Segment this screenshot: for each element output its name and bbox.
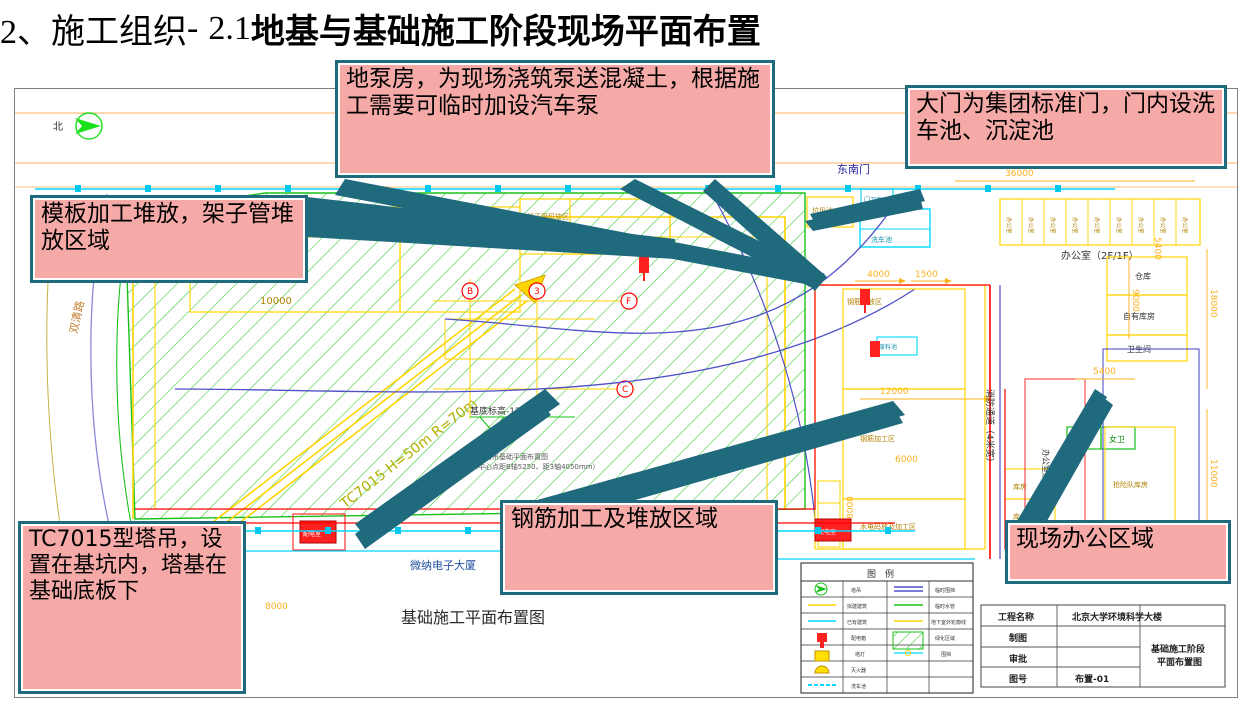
dim-lines bbox=[855, 278, 991, 402]
svg-text:办公室: 办公室 bbox=[1049, 217, 1057, 234]
svg-text:B: B bbox=[467, 287, 473, 297]
dim-12000: 12000 bbox=[880, 387, 909, 397]
warehouse-stack bbox=[1106, 256, 1188, 362]
legend-label-r3: 绿化区域 bbox=[935, 635, 955, 642]
title-block-label-1: 制图 bbox=[1009, 632, 1027, 644]
legend-label-2: 已有建筑 bbox=[847, 619, 867, 626]
neighbor-building-label: 微纳电子大厦 bbox=[410, 558, 476, 572]
legend-label-0: 塔吊 bbox=[851, 587, 861, 594]
legend-label-5: 灭火器 bbox=[851, 668, 866, 674]
dim-10000: 10000 bbox=[260, 296, 292, 307]
grid-bubbles: B 3 F C bbox=[461, 282, 638, 398]
legend-label-6: 洗车池 bbox=[851, 683, 866, 690]
zone-label-store-1: 库房 bbox=[1013, 482, 1027, 491]
distribution-box-3 bbox=[870, 341, 880, 357]
fire-lane: 消防通道（4米宽） bbox=[984, 285, 1001, 559]
page-title: 2、施工组织-2.1地基与基础施工阶段现场平面布置 bbox=[0, 4, 1250, 54]
svg-text:F: F bbox=[626, 297, 631, 307]
dim-8000b: 8000 bbox=[265, 602, 288, 612]
zone-label-office: 办公室（2F/1F） bbox=[1061, 249, 1139, 262]
distribution-box-2 bbox=[860, 289, 870, 313]
legend-box: 图 例 bbox=[800, 562, 974, 694]
svg-text:北: 北 bbox=[53, 121, 63, 133]
office-row: 办公室 办公室 办公室 办公室 办公室 办公室 办公室 办公室 办公室 办公室（… bbox=[999, 198, 1201, 262]
dim-5400b: 5400 bbox=[1093, 367, 1116, 377]
gate-label-southeast: 东南门 bbox=[837, 162, 870, 176]
title-block-value-3: 布置-01 bbox=[1074, 673, 1109, 685]
svg-text:女卫: 女卫 bbox=[1109, 434, 1125, 444]
drawing-caption: 基础施工平面布置图 bbox=[401, 608, 545, 627]
crane-foundation-note-2: （中心点距B轴5250、距3轴4050mm） bbox=[471, 462, 600, 471]
svg-text:办公室: 办公室 bbox=[1093, 217, 1101, 234]
legend-symbols-right bbox=[892, 586, 924, 656]
callout-rebar-area: 钢筋加工及堆放区域 bbox=[500, 500, 778, 595]
svg-text:3: 3 bbox=[534, 287, 540, 297]
zone-label-rescue: 抢险队库房 bbox=[1113, 480, 1148, 489]
dim-8000a: 8000 bbox=[846, 496, 856, 519]
title-block-label-2: 审批 bbox=[1009, 653, 1027, 665]
svg-text:C: C bbox=[622, 385, 628, 395]
dim-18000: 18000 bbox=[1208, 289, 1218, 318]
svg-text:办公室: 办公室 bbox=[1071, 217, 1079, 234]
title-block-label-0: 工程名称 bbox=[998, 611, 1034, 623]
legend-label-r2: 地下室外轮廓线 bbox=[931, 619, 966, 626]
dim-5400a: 5400 bbox=[1152, 237, 1162, 260]
zone-label-mep: 水电码放及加工区 bbox=[860, 522, 916, 531]
svg-text:办公室: 办公室 bbox=[1027, 217, 1035, 234]
svg-text:办公室: 办公室 bbox=[1181, 217, 1189, 234]
svg-text:办公室: 办公室 bbox=[1137, 217, 1145, 234]
power-room-left: 配电室 bbox=[292, 513, 346, 551]
legend-label-1: 拟建建筑 bbox=[847, 603, 867, 610]
svg-text:办公室: 办公室 bbox=[1159, 217, 1167, 234]
legend-label-r0: 临时围挡 bbox=[935, 587, 955, 594]
title-block-label-3: 图号 bbox=[1009, 674, 1027, 685]
title-block-sheet-2: 平面布置图 bbox=[1157, 656, 1202, 668]
north-arrow: 北 bbox=[53, 112, 103, 140]
svg-text:办公室: 办公室 bbox=[1005, 217, 1013, 234]
legend-symbols-left bbox=[808, 582, 836, 686]
legend-header: 图 例 bbox=[867, 568, 894, 580]
zone-label-own-warehouse: 自有库房 bbox=[1123, 311, 1155, 321]
dim-4000: 4000 bbox=[867, 270, 890, 280]
zone-label-warehouse: 仓库 bbox=[1135, 271, 1151, 281]
callout-tower-crane: TC7015型塔吊，设置在基坑内，塔基在基础底板下 bbox=[18, 521, 246, 694]
dim-6000b: 6000 bbox=[895, 455, 918, 465]
callout-formwork-area: 模板加工堆放，架子管堆放区域 bbox=[30, 195, 308, 283]
dim-36000: 36000 bbox=[1005, 169, 1034, 179]
svg-text:废料池: 废料池 bbox=[879, 343, 897, 351]
svg-text:配电室: 配电室 bbox=[818, 528, 836, 536]
title-section-number: 2、施工组织 bbox=[0, 14, 187, 51]
legend-label-4: 塔灯 bbox=[855, 651, 865, 658]
distribution-box-1 bbox=[639, 257, 649, 281]
title-dash: - bbox=[187, 9, 199, 47]
title-block: 工程名称 制图 审批 图号 北京大学环境科学大楼 布置-01 基础施工阶段 平面… bbox=[980, 604, 1226, 688]
legend-label-3: 配电箱 bbox=[851, 635, 866, 642]
title-subsection-number: 2.1 bbox=[208, 9, 251, 47]
dim-9000: 9000 bbox=[1130, 289, 1140, 312]
callout-main-gate: 大门为集团标准门，门内设洗车池、沉淀池 bbox=[905, 85, 1227, 169]
svg-text:垃圾池: 垃圾池 bbox=[812, 206, 833, 215]
zone-label-rebar-proc: 钢筋加工区 bbox=[860, 434, 895, 443]
site-plan-drawing: 中关村北大街 北 双清路 bbox=[14, 88, 1238, 698]
zone-label-scaffold-stack: 架子管码放区 bbox=[527, 212, 569, 221]
title-block-sheet-1: 基础施工阶段 bbox=[1150, 643, 1206, 655]
svg-text:消防通道（4米宽）: 消防通道（4米宽） bbox=[984, 389, 996, 467]
svg-text:办公室: 办公室 bbox=[1115, 217, 1123, 234]
legend-label-r1: 临时水管 bbox=[935, 603, 955, 610]
dim-1500: 1500 bbox=[915, 270, 938, 280]
dim-11000: 11000 bbox=[1208, 459, 1218, 488]
callout-pump-house: 地泵房，为现场浇筑泵送混凝土，根据施工需要可临时加设汽车泵 bbox=[335, 60, 775, 178]
svg-text:洗车池: 洗车池 bbox=[871, 235, 892, 244]
title-subsection-text: 地基与基础施工阶段现场平面布置 bbox=[250, 12, 761, 52]
svg-text:配电室: 配电室 bbox=[303, 530, 321, 538]
crane-foundation-note-1: 塔吊基础平面布置图 bbox=[485, 452, 548, 461]
callout-site-office: 现场办公区域 bbox=[1005, 520, 1231, 584]
legend-label-r4: 围挡 bbox=[941, 651, 951, 658]
title-block-value-0: 北京大学环境科学大楼 bbox=[1072, 611, 1162, 623]
